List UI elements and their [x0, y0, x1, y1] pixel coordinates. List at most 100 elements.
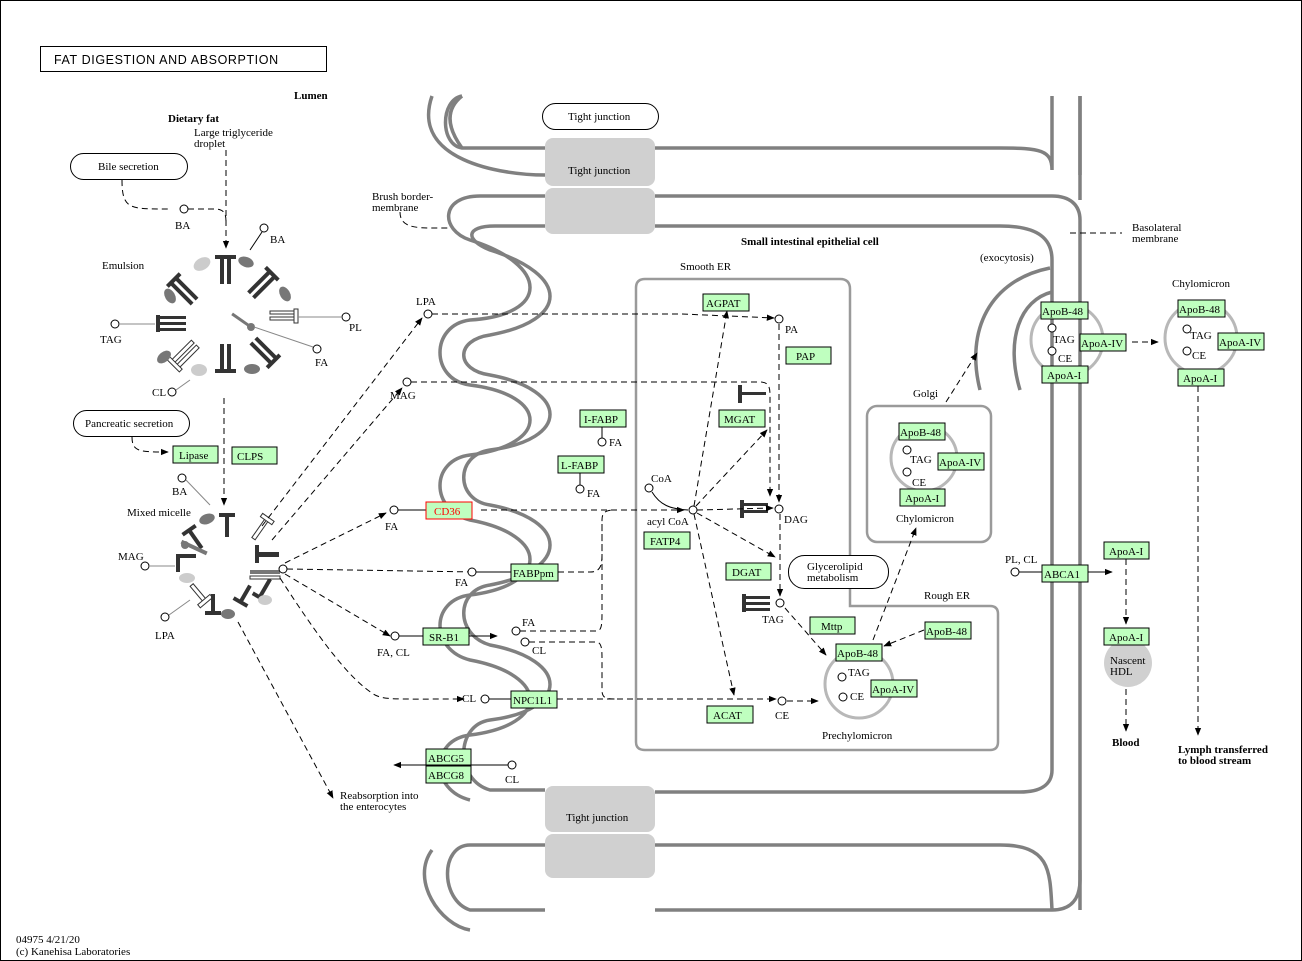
lymph-tag[interactable] [1182, 324, 1192, 334]
gene-abca1[interactable]: ABCA1 [1041, 564, 1089, 583]
lpa-compound[interactable] [160, 612, 170, 622]
fa-compound-2[interactable] [389, 505, 399, 515]
gene-apoa1-exo[interactable]: ApoA-I [1041, 365, 1089, 384]
gene-apoa1-lymph[interactable]: ApoA-I [1177, 368, 1225, 387]
gene-apoa1-free[interactable]: ApoA-I [1103, 541, 1150, 560]
arrow-to-fabppm [286, 568, 477, 576]
svg-text:ABCG5: ABCG5 [428, 753, 465, 765]
cl-compound[interactable] [167, 387, 177, 397]
gene-srb1[interactable]: SR-B1 [422, 627, 470, 646]
pre-tag[interactable] [837, 672, 847, 682]
mag-compound-2[interactable] [402, 377, 412, 387]
pre-ce[interactable] [838, 692, 848, 702]
ce-compound[interactable] [777, 696, 787, 706]
cl-compound-2[interactable] [520, 637, 530, 647]
bile-secretion-label: Bile secretion [98, 161, 159, 173]
glycerolipid-box[interactable] [788, 555, 889, 589]
gene-apoa4-golgi[interactable]: ApoA-IV [937, 452, 985, 471]
tag-compound[interactable] [110, 319, 120, 329]
mag-label-2: MAG [390, 390, 416, 402]
gene-fatp4[interactable]: FATP4 [643, 531, 691, 550]
fa-connector [253, 326, 314, 348]
lumen-label: Lumen [294, 90, 328, 102]
fa-cl-compound[interactable] [390, 631, 400, 641]
golgi-ce[interactable] [902, 467, 912, 477]
fa-compound[interactable] [312, 344, 322, 354]
gene-apoa1-golgi[interactable]: ApoA-I [899, 488, 946, 507]
gene-acat[interactable]: ACAT [706, 705, 754, 724]
svg-text:FABPpm: FABPpm [513, 568, 554, 580]
dag-compound[interactable] [774, 504, 784, 514]
ba-compound-2[interactable] [259, 223, 269, 233]
lymph-ce[interactable] [1182, 346, 1192, 356]
gene-abcg8[interactable]: ABCG8 [425, 765, 472, 784]
dietary-fat-label: Dietary fat [168, 113, 219, 125]
tight-junction-top-label: Tight junction [568, 111, 631, 123]
exo-tag[interactable] [1047, 323, 1057, 333]
fa-compound-3[interactable] [467, 567, 477, 577]
cl-label-2: CL [532, 645, 546, 657]
gene-cd36[interactable]: CD36 [425, 501, 473, 520]
ba-compound[interactable] [179, 204, 189, 214]
svg-text:ApoA-I: ApoA-I [905, 493, 940, 505]
cl-label: CL [152, 387, 166, 399]
pl-compound[interactable] [341, 312, 351, 322]
gene-pap[interactable]: PAP [785, 346, 832, 365]
gene-mgat[interactable]: MGAT [718, 409, 766, 428]
exo-ce[interactable] [1047, 346, 1057, 356]
prechylomicron-label: Prechylomicron [822, 730, 893, 742]
glycerolipid-label-1: Glycerolipid [807, 561, 863, 573]
gene-apob48-rough[interactable]: ApoB-48 [924, 621, 972, 640]
gene-apoa1-hdl[interactable]: ApoA-I [1103, 627, 1150, 646]
svg-text:CD36: CD36 [434, 506, 461, 518]
tag-compound-2[interactable] [775, 598, 785, 608]
tight-junction-top-box[interactable] [542, 103, 659, 130]
golgi-tag[interactable] [902, 445, 912, 455]
svg-text:ApoB-48: ApoB-48 [1042, 306, 1083, 318]
svg-text:ApoA-IV: ApoA-IV [1219, 337, 1261, 349]
acylcoa-to-dgat [696, 512, 776, 558]
lpa-to-pa [432, 313, 775, 321]
gene-apob48-pre[interactable]: ApoB-48 [835, 643, 883, 662]
gene-abcg5[interactable]: ABCG5 [425, 748, 472, 767]
lfabp-fa[interactable] [575, 484, 585, 494]
mag-compound[interactable] [140, 561, 150, 571]
bile-secretion-box[interactable] [70, 153, 188, 180]
gene-apob48-golgi[interactable]: ApoB-48 [898, 422, 946, 441]
gene-apoa4-exo[interactable]: ApoA-IV [1079, 333, 1127, 352]
gene-npc1l1[interactable]: NPC1L1 [510, 690, 558, 709]
gene-lipase[interactable]: Lipase [172, 445, 219, 464]
cl-compound-4[interactable] [507, 760, 517, 770]
svg-text:ApoA-I: ApoA-I [1109, 546, 1144, 558]
pancreatic-secretion-box[interactable] [73, 410, 190, 437]
ba-compound-3[interactable] [177, 473, 187, 483]
svg-text:ApoA-IV: ApoA-IV [872, 684, 914, 696]
acylcoa-to-agpat [693, 310, 729, 507]
gene-dgat[interactable]: DGAT [725, 562, 772, 581]
ba-to-emulsion [188, 208, 227, 223]
ifabp-fa[interactable] [597, 437, 607, 447]
svg-text:ApoB-48: ApoB-48 [926, 626, 967, 638]
gene-clps[interactable]: CLPS [231, 446, 278, 465]
gene-agpat[interactable]: AGPAT [702, 293, 750, 312]
gene-apob48-exo[interactable]: ApoB-48 [1040, 301, 1089, 320]
large-trig-label-1: Large triglyceride [194, 127, 273, 139]
gene-mttp[interactable]: Mttp [809, 616, 856, 635]
gene-lfabp[interactable]: L-FABP [557, 455, 605, 474]
nascent-hdl-label-1: Nascent [1110, 655, 1145, 667]
acylcoa-compound[interactable] [688, 505, 698, 515]
lpa-compound-2[interactable] [423, 309, 433, 319]
gene-apoa4-pre[interactable]: ApoA-IV [870, 679, 918, 698]
fa-compound-4[interactable] [511, 626, 521, 636]
coa-compound[interactable] [644, 483, 654, 493]
ba-label-2: BA [270, 234, 285, 246]
pa-compound[interactable] [774, 314, 784, 324]
pl-cl-compound[interactable] [1010, 567, 1020, 577]
micelle-hub[interactable] [278, 564, 288, 574]
gene-ifabp[interactable]: I-FABP [579, 409, 627, 428]
lfabp-fa-label: FA [587, 488, 600, 500]
gene-apob48-lymph[interactable]: ApoB-48 [1177, 299, 1226, 318]
gene-apoa4-lymph[interactable]: ApoA-IV [1217, 332, 1265, 351]
cl-compound-3[interactable] [480, 694, 490, 704]
gene-fabppm[interactable]: FABPpm [510, 563, 559, 582]
